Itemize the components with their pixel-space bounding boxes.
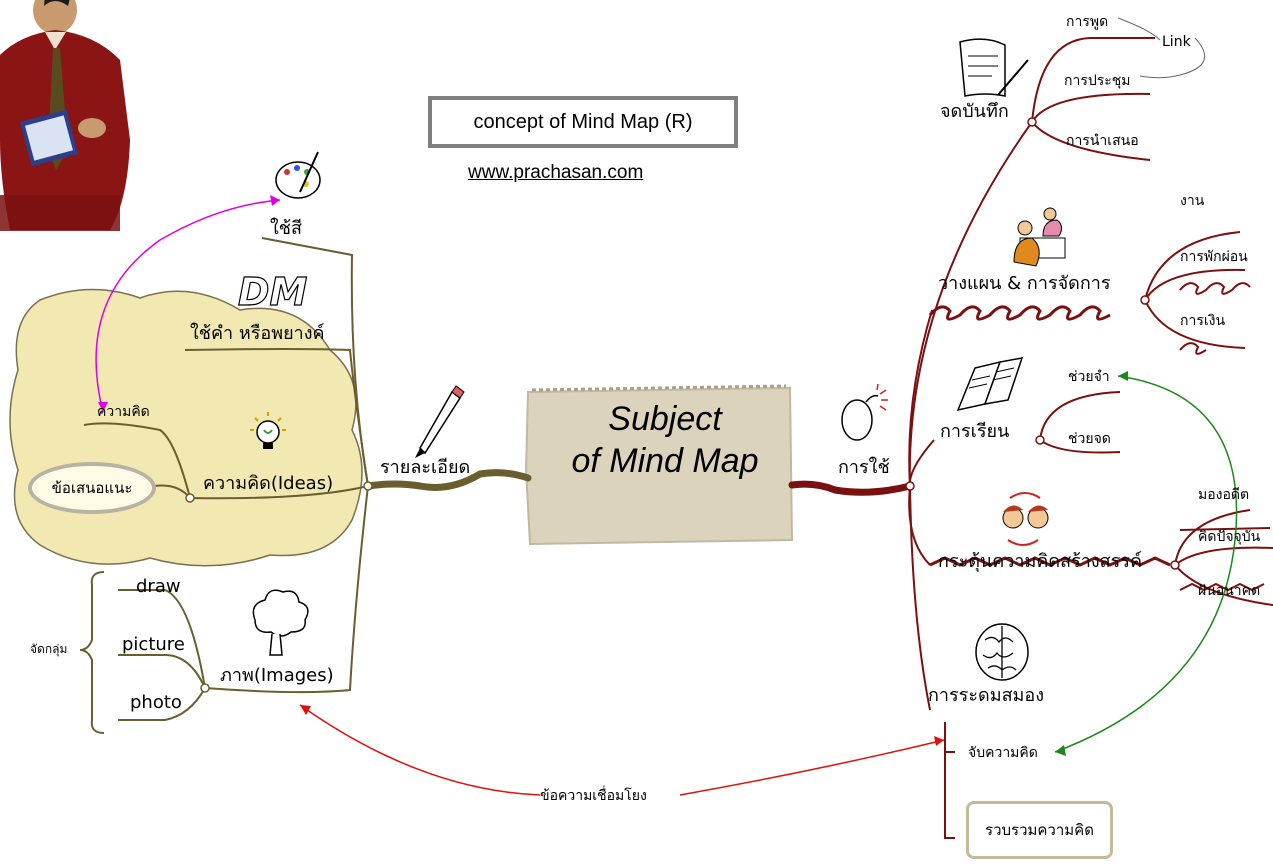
red-arrow: [299, 704, 945, 796]
creative-label: กระตุ้นความคิดสร้างสรรค์: [938, 551, 1142, 572]
brain-icon: [975, 623, 1029, 681]
capture-label: จับความคิด: [968, 745, 1038, 761]
lightbulb-icon: [250, 412, 286, 449]
bomb-icon: [841, 383, 888, 441]
plan-item: การพักผ่อน: [1180, 249, 1248, 265]
people-icon: [1013, 207, 1066, 267]
proposal-label: ข้อเสนอแนะ: [51, 479, 133, 497]
notes-item: การประชุม: [1064, 73, 1131, 89]
center-topic: Subject of Mind Map: [540, 398, 790, 482]
group-label: จัดกลุ่ม: [30, 642, 68, 656]
study-label: การเรียน: [940, 421, 1010, 442]
left-root-label: รายละเอียด: [380, 457, 471, 478]
center-topic-line1: Subject: [608, 400, 722, 438]
gather-box: รวบรวมความคิด: [966, 801, 1113, 859]
svg-text:DM: DM: [238, 270, 308, 314]
notes-item: การนำเสนอ: [1066, 133, 1139, 149]
link-label: Link: [1162, 34, 1191, 50]
image-item: picture: [122, 634, 185, 655]
image-item: photo: [130, 692, 182, 713]
presenter-photo: [0, 0, 130, 231]
magenta-arrow: [95, 199, 281, 413]
plan-label: วางแผน & การจัดการ: [938, 273, 1111, 294]
right-root-label: การใช้: [838, 457, 890, 478]
book-icon: [956, 357, 1024, 412]
pencil-icon: [415, 385, 465, 458]
dm-logo: DM: [237, 269, 308, 314]
left-main-branch: [364, 469, 532, 491]
image-item: draw: [136, 576, 181, 597]
faces-icon: [1002, 492, 1049, 546]
right-main-branch: [788, 480, 914, 496]
study-item: ช่วยจำ: [1068, 369, 1110, 385]
brainstorm-label: การระดมสมอง: [928, 685, 1045, 706]
study-item: ช่วยจด: [1068, 431, 1111, 447]
images-label: ภาพ(Images): [220, 665, 334, 686]
color-label: ใช้สี: [270, 218, 302, 239]
tree-icon: [252, 589, 309, 656]
notes-item: การพูด: [1066, 14, 1109, 30]
concept-title-box: concept of Mind Map (R): [428, 96, 738, 148]
proposal-bubble: ข้อเสนอแนะ: [28, 462, 156, 514]
ideas-label: ความคิด(Ideas): [203, 473, 334, 494]
palette-icon: [275, 151, 321, 199]
notes-label: จดบันทึก: [940, 101, 1009, 122]
idea-sub-label: ความคิด: [97, 404, 150, 420]
green-arrow: [1054, 375, 1238, 753]
creative-item: คิดปัจจุบัน: [1198, 529, 1261, 545]
center-card: [524, 386, 794, 546]
link-curve: [1117, 17, 1205, 79]
center-topic-line2: of Mind Map: [571, 442, 759, 480]
creative-zigzag: [929, 556, 1171, 567]
concept-title: concept of Mind Map (R): [473, 110, 693, 133]
plan-item: งาน: [1180, 193, 1205, 209]
connector-label: ข้อความเชื่อมโยง: [540, 788, 647, 804]
gather-label: รวบรวมความคิด: [985, 821, 1094, 839]
creative-item: ฝันอนาคต: [1198, 583, 1261, 599]
creative-item: มองอดีต: [1198, 487, 1250, 503]
plan-item: การเงิน: [1180, 313, 1226, 329]
website-link[interactable]: www.prachasan.com: [468, 162, 644, 183]
plan-wave: [928, 305, 1111, 321]
keyword-label: ใช้คำ หรือพยางค์: [190, 323, 325, 344]
notepad-icon: [959, 38, 1029, 97]
